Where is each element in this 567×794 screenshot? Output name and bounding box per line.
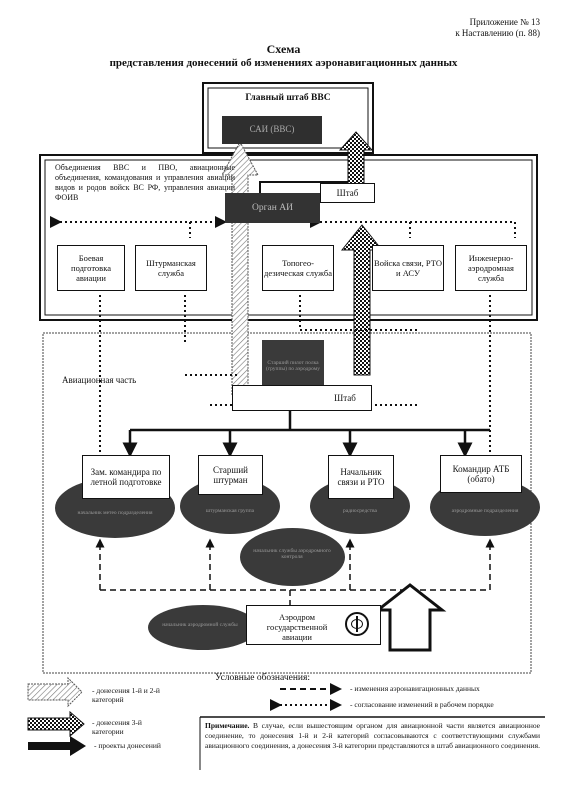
organ-ai-block <box>225 193 320 223</box>
note-block: Примечание. В случае, если вышестоящим о… <box>205 721 540 751</box>
legend-reports12-label: - донесения 1-й и 2-й категорий <box>92 686 160 704</box>
legend-reports12-arrow <box>27 676 83 708</box>
shtab-mid-box <box>232 385 372 411</box>
airfield-service-oval <box>148 605 258 650</box>
airfield-label: Аэродром государственной авиации <box>266 612 328 642</box>
airfield-control-label: начальник службы аэродромного контроля <box>253 548 331 560</box>
drafts-arrow <box>373 583 447 652</box>
sai-block <box>222 116 322 144</box>
association-frame <box>39 154 538 321</box>
signal-sub-label: радиосредства <box>343 508 377 514</box>
senior-pilot-label: Старший пилот полка (группы) по аэродром… <box>266 360 320 372</box>
topographic-service-box: Топогео-дезическая служба <box>262 245 334 291</box>
senior-navigator-box: Старший штурман <box>198 455 263 495</box>
reports12-arrow <box>221 140 259 396</box>
deputy-sub-label: начальник метео подразделения <box>77 510 153 516</box>
navigator-service-box: Штурманская служба <box>135 245 207 291</box>
legend-title: Условные обозначения: <box>215 673 311 683</box>
legend-changes-label: - изменения аэронавигационных данных <box>350 684 480 693</box>
reports3-arrow <box>340 224 384 376</box>
navigator-sub-label: штурманская группа <box>205 508 255 514</box>
diagram-title: Схема <box>266 42 301 56</box>
deputy-commander-box: Зам. командира по летной подготовке <box>82 455 170 499</box>
shtab-top-box: Штаб <box>320 183 375 203</box>
commander-atb-box: Командир АТБ (обато) <box>440 455 522 493</box>
airfield-control-oval <box>240 528 345 586</box>
chief-signal-box: Начальник связи и РТО <box>328 455 394 499</box>
appendix-label: Приложение № 13 <box>469 17 540 27</box>
diagram-subtitle: представления донесений об изменениях аэ… <box>109 57 458 69</box>
shtab-mid-label: Штаб <box>334 393 356 403</box>
main-hq-label: Главный штаб ВВС <box>245 93 331 103</box>
note-text: В случае, если вышестоящим органом для а… <box>205 721 541 750</box>
legend-coordination-label: - согласование изменений в рабочем поряд… <box>350 700 494 709</box>
legend-drafts-arrow <box>28 736 86 756</box>
organ-ai-label: Орган АИ <box>252 203 293 213</box>
aviation-unit-label: Авиационная часть <box>62 375 137 385</box>
signal-troops-box: Войска связи, РТО и АСУ <box>372 245 444 291</box>
engineering-service-box: Инженерно-аэродромная служба <box>455 245 527 291</box>
note-label: Примечание. <box>205 721 250 730</box>
legend-drafts-label: - проекты донесений <box>94 741 161 750</box>
main-hq-frame <box>202 82 374 154</box>
atb-sub-label: аэродромные подразделения <box>451 508 519 514</box>
sai-label: САИ (ВВС) <box>249 124 295 134</box>
airfield-service-label: начальник аэродромной службы <box>162 622 238 628</box>
legend-reports3-label: - донесения 3-й категории <box>92 718 142 736</box>
legend-reports3-arrow <box>27 710 85 738</box>
airfield-emblem-icon <box>345 612 369 636</box>
combat-training-box: Боевая подготовка авиации <box>57 245 125 291</box>
appendix-ref: к Наставлению (п. 88) <box>455 28 540 38</box>
association-text: Объединения ВВС и ПВО, авиационные объед… <box>55 163 235 202</box>
